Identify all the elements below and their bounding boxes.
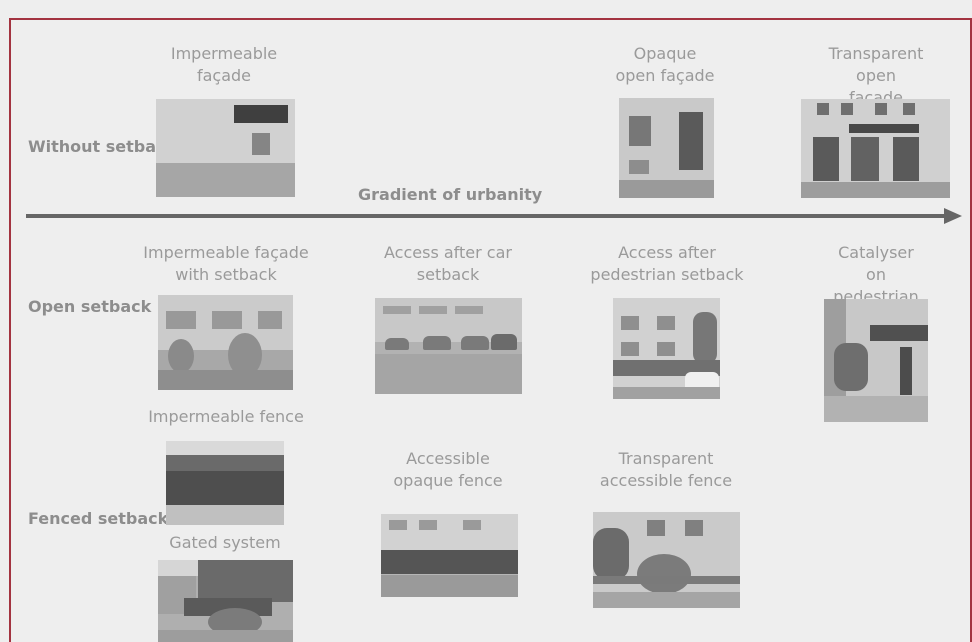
arrow-head-icon [944, 208, 962, 224]
photo-access-after-pedestrian-setback [613, 298, 720, 399]
row-label-fenced-setback: Fenced setback [28, 509, 169, 528]
arrow-shaft [26, 214, 944, 218]
caption-impermeable-facade: Impermeable façade [170, 44, 278, 85]
caption-impermeable-fence: Impermeable fence [148, 407, 304, 426]
photo-access-after-car-setback [375, 298, 522, 394]
caption-accessible-opaque-fence: Accessible opaque fence [393, 449, 503, 490]
photo-transparent-accessible-fence [593, 512, 740, 608]
caption-impermeable-facade-with-setback: Impermeable façade with setback [143, 243, 309, 284]
urbanity-gradient-label: Gradient of urbanity [358, 185, 543, 204]
caption-access-after-car-setback: Access after car setback [384, 243, 512, 284]
photo-impermeable-facade-with-setback [158, 295, 293, 390]
urbanity-gradient-arrow [26, 208, 962, 224]
caption-transparent-accessible-fence: Transparent accessible fence [599, 449, 733, 490]
row-label-without-setback: Without setback [28, 137, 177, 156]
photo-impermeable-fence [166, 441, 284, 525]
photo-transparent-open-facade [801, 99, 950, 198]
photo-opaque-open-facade [619, 98, 714, 198]
caption-opaque-open-facade: Opaque open façade [615, 44, 715, 85]
photo-impermeable-facade [156, 99, 295, 197]
row-label-open-setback: Open setback [28, 297, 152, 316]
photo-gated-system [158, 560, 293, 642]
caption-access-after-pedestrian-setback: Access after pedestrian setback [590, 243, 744, 284]
diagram-frame [9, 18, 972, 642]
caption-gated-system: Gated system [169, 533, 281, 552]
photo-accessible-opaque-fence [381, 514, 518, 597]
photo-catalyser-on-pedestrian-setback [824, 299, 928, 422]
